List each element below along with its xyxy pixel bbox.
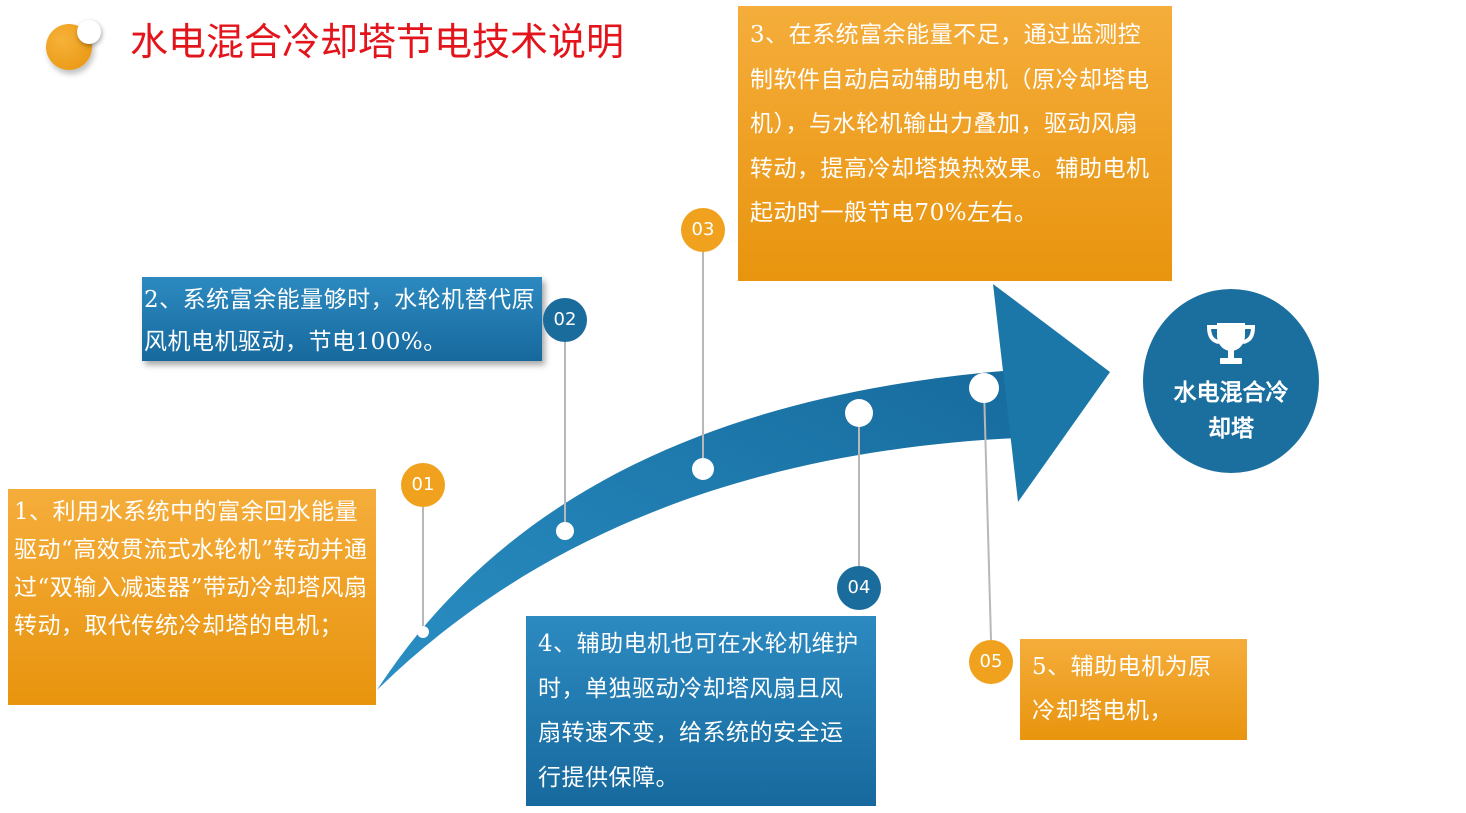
step-number-04: 04 [837, 566, 881, 610]
milestone-dot-02 [556, 522, 574, 540]
milestone-dot-04 [845, 399, 873, 427]
step-4-textbox: 4、辅助电机也可在水轮机维护时，单独驱动冷却塔风扇且风扇转速不变，给系统的安全运… [526, 616, 876, 806]
growth-arrow-head [993, 284, 1110, 502]
milestone-dot-01 [417, 626, 429, 638]
goal-circle: 水电混合冷却塔 [1143, 289, 1319, 473]
title-bullet-highlight [77, 20, 101, 44]
step-5-textbox: 5、辅助电机为原冷却塔电机， [1020, 639, 1247, 740]
step-1-textbox: 1、利用水系统中的富余回水能量驱动“高效贯流式水轮机”转动并通过“双输入减速器”… [8, 489, 376, 705]
goal-label: 水电混合冷却塔 [1173, 380, 1289, 442]
step-number-05: 05 [969, 640, 1013, 684]
step-number-03: 03 [681, 208, 725, 252]
step-2-textbox: 2、系统富余能量够时，水轮机替代原风机电机驱动，节电100%。 [142, 277, 542, 361]
milestone-dot-03 [692, 458, 714, 480]
trophy-icon [1206, 323, 1256, 364]
page-title: 水电混合冷却塔节电技术说明 [130, 20, 625, 64]
milestone-dot-05 [969, 373, 999, 403]
step-3-textbox: 3、在系统富余能量不足，通过监测控制软件自动启动辅助电机（原冷却塔电机），与水轮… [738, 6, 1172, 281]
connector-line-05 [983, 387, 992, 641]
step-number-01: 01 [401, 463, 445, 507]
growth-arrow [377, 370, 1018, 690]
step-number-02: 02 [543, 298, 587, 342]
